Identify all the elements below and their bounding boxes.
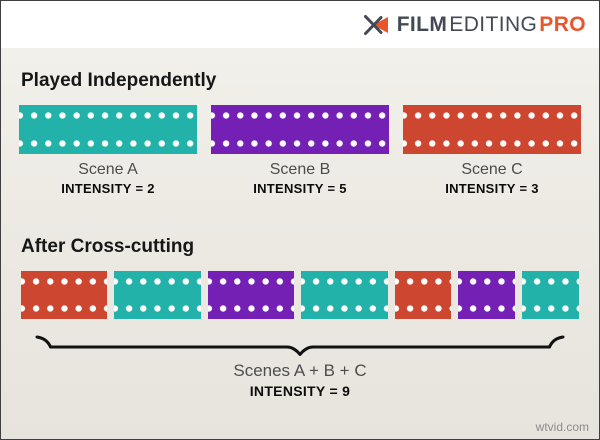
film-segment bbox=[21, 271, 108, 319]
logo-word-editing: EDITING bbox=[449, 13, 538, 36]
film-strip bbox=[403, 105, 581, 154]
scene-intensity: INTENSITY = 3 bbox=[445, 181, 539, 196]
scene-name: Scene C bbox=[461, 161, 523, 178]
underbrace bbox=[35, 335, 565, 356]
independent-strips-row: Scene A INTENSITY = 2 Scene B INTENSITY = 5… bbox=[19, 105, 581, 196]
film-segment bbox=[458, 271, 516, 319]
diagram-canvas: Played Independently Scene A INTENSITY = … bbox=[1, 48, 599, 439]
scissors-icon bbox=[363, 14, 388, 35]
scene-block: Scene C INTENSITY = 3 bbox=[403, 105, 581, 196]
watermark: wtvid.com bbox=[535, 420, 589, 434]
crosscut-caption: Scenes A + B + C bbox=[233, 361, 367, 380]
scene-intensity: INTENSITY = 2 bbox=[61, 181, 155, 196]
crosscut-intensity: INTENSITY = 9 bbox=[249, 383, 351, 399]
crosscut-strips-row bbox=[21, 271, 579, 319]
film-segment bbox=[301, 271, 388, 319]
film-strip bbox=[19, 105, 197, 154]
logo-word-pro: PRO bbox=[539, 13, 586, 36]
logo-word-film: FILM bbox=[396, 13, 448, 36]
scene-block: Scene A INTENSITY = 2 bbox=[19, 105, 197, 196]
section-title-independent: Played Independently bbox=[21, 70, 217, 91]
scene-name: Scene B bbox=[269, 161, 331, 178]
scene-name: Scene A bbox=[78, 161, 138, 178]
scene-intensity: INTENSITY = 5 bbox=[253, 181, 347, 196]
film-segment bbox=[394, 271, 452, 319]
scene-block: Scene B INTENSITY = 5 bbox=[211, 105, 389, 196]
film-segment bbox=[207, 271, 295, 319]
film-segment bbox=[522, 271, 579, 319]
section-title-crosscut: After Cross-cutting bbox=[21, 236, 195, 257]
film-segment bbox=[114, 271, 201, 319]
film-strip bbox=[211, 105, 389, 154]
